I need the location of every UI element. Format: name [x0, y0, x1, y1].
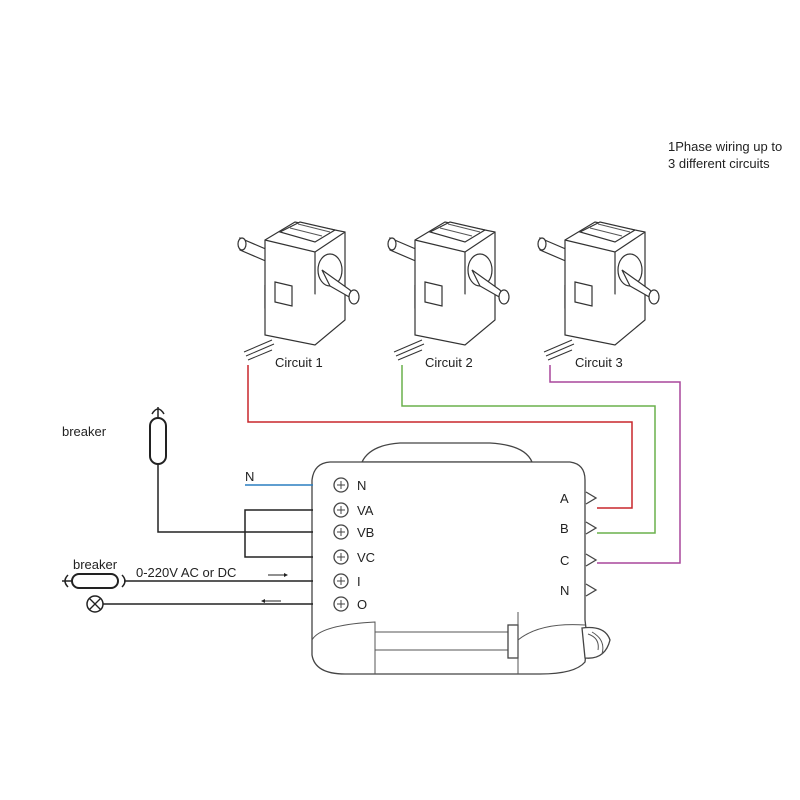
terminal-label: VB	[357, 525, 374, 540]
current-sensor-1: Circuit 1	[237, 221, 360, 370]
terminal-label: VA	[357, 503, 374, 518]
terminal-label: C	[560, 553, 569, 568]
terminal-label: VC	[357, 550, 375, 565]
terminal-screw-icon	[585, 491, 598, 505]
energy-meter-module	[311, 442, 611, 675]
sensor-label: Circuit 3	[575, 355, 623, 370]
terminal-label: A	[560, 491, 569, 506]
circuit-3-wire	[549, 365, 681, 564]
supply-arrow-in-icon	[268, 573, 288, 577]
current-sensor-2: Circuit 2	[387, 221, 510, 370]
terminal-left-va: VA	[333, 502, 374, 518]
breaker-bottom-icon	[62, 573, 126, 589]
supply-wire-vb	[157, 464, 313, 533]
terminal-left-n: N	[333, 477, 366, 493]
output-arrow-icon	[261, 599, 281, 603]
terminal-label: N	[357, 478, 366, 493]
note-line-1: 1Phase wiring up to	[668, 139, 782, 154]
terminal-screw-icon	[585, 583, 598, 597]
supply-label: 0-220V AC or DC	[136, 565, 236, 580]
sensor-label: Circuit 1	[275, 355, 323, 370]
terminal-screw-icon	[585, 553, 598, 567]
lamp-cross-circle-icon	[86, 595, 104, 613]
terminal-right-b: B	[560, 521, 598, 536]
current-sensor-3: Circuit 3	[537, 221, 660, 370]
terminal-left-vb: VB	[333, 524, 374, 540]
terminal-screw-icon	[585, 521, 598, 535]
breaker-bottom-label: breaker	[73, 557, 118, 572]
terminal-left-o: O	[333, 596, 367, 612]
terminal-label: B	[560, 521, 569, 536]
terminal-left-i: I	[333, 573, 361, 589]
terminal-left-vc: VC	[333, 549, 375, 565]
terminal-right-c: C	[560, 553, 598, 568]
terminal-label: O	[357, 597, 367, 612]
bridge-va-vc	[244, 509, 313, 558]
neutral-label: N	[245, 469, 254, 484]
breaker-top-icon	[149, 407, 167, 465]
terminal-label: I	[357, 574, 361, 589]
circuit-1-wire	[247, 365, 633, 509]
terminal-right-a: A	[560, 491, 598, 506]
sensor-label: Circuit 2	[425, 355, 473, 370]
circuit-2-wire	[401, 365, 656, 534]
note-line-2: 3 different circuits	[668, 156, 770, 171]
terminal-right-n-2: N	[560, 583, 598, 598]
breaker-top-label: breaker	[62, 424, 107, 439]
terminal-label: N	[560, 583, 569, 598]
